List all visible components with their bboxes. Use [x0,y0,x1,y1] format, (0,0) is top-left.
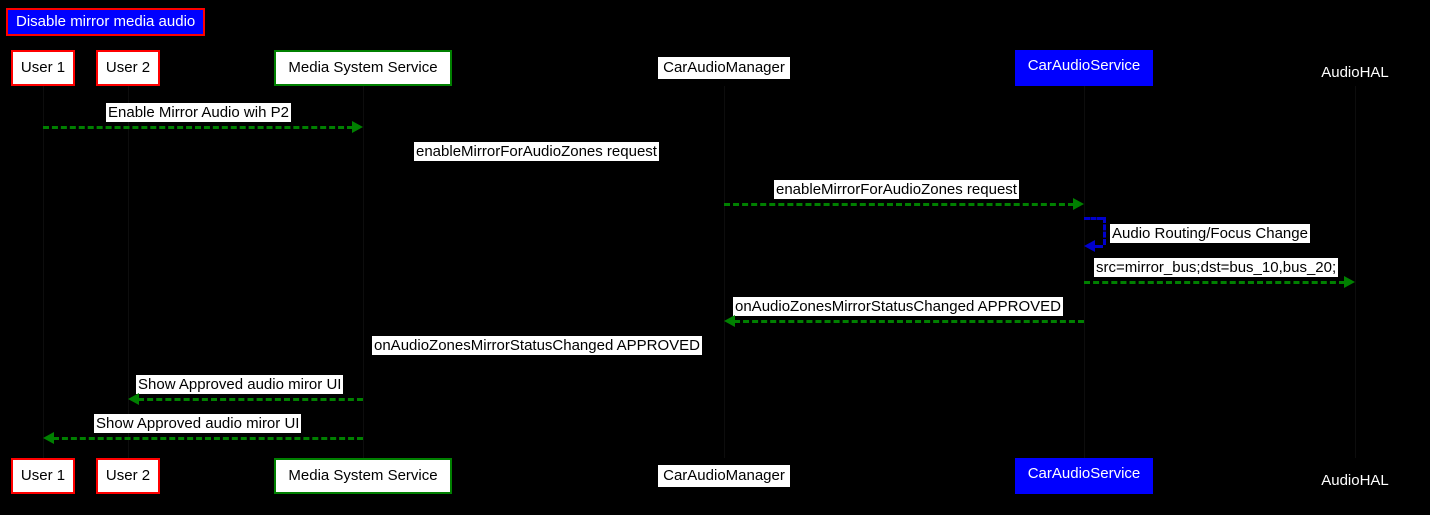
message-line-m6 [734,320,1084,323]
participant-user2-header: User 2 [96,50,160,86]
self-message-right-segment [1103,217,1106,245]
participant-car_audio_service-footer: CarAudioService [1015,458,1153,494]
lifeline-user1 [43,86,44,458]
participant-car_audio_manager-header: CarAudioManager [658,57,790,79]
lifeline-audio_hal [1355,86,1356,458]
participant-user2-footer: User 2 [96,458,160,494]
participant-user1-footer: User 1 [11,458,75,494]
self-message-top-segment [1084,217,1103,220]
lifeline-user2 [128,86,129,458]
message-arrowhead-m6 [724,315,735,327]
message-line-m9 [53,437,363,440]
message-line-m8 [138,398,363,401]
message-label-m5: src=mirror_bus;dst=bus_10,bus_20; [1094,258,1339,277]
message-label-m4: Audio Routing/Focus Change [1110,224,1310,243]
participant-audio_hal-footer: AudioHAL [1321,472,1389,489]
message-label-m7: onAudioZonesMirrorStatusChanged APPROVED [372,336,703,355]
participant-audio_hal-header: AudioHAL [1321,64,1389,81]
message-arrowhead-m1 [352,121,363,133]
message-arrowhead-m9 [43,432,54,444]
participant-media_system-footer: Media System Service [274,458,452,494]
lifeline-media_system [363,86,364,458]
participant-user1-header: User 1 [11,50,75,86]
message-label-m8: Show Approved audio miror UI [136,375,344,394]
lifeline-car_audio_manager [724,86,725,458]
message-label-m1: Enable Mirror Audio wih P2 [106,103,291,122]
message-arrowhead-m8 [128,393,139,405]
message-label-m2: enableMirrorForAudioZones request [414,142,659,161]
message-arrowhead-m5 [1344,276,1355,288]
diagram-title: Disable mirror media audio [6,8,206,36]
message-label-m3: enableMirrorForAudioZones request [774,180,1019,199]
message-label-m9: Show Approved audio miror UI [94,414,302,433]
participant-media_system-header: Media System Service [274,50,452,86]
self-message-bottom-segment [1091,245,1103,248]
message-arrowhead-m3 [1073,198,1084,210]
participant-car_audio_service-header: CarAudioService [1015,50,1153,86]
message-line-m3 [724,203,1074,206]
message-line-m5 [1084,281,1345,284]
self-message-arrowhead [1084,240,1095,252]
participant-car_audio_manager-footer: CarAudioManager [658,465,790,487]
message-line-m1 [43,126,353,129]
message-label-m6: onAudioZonesMirrorStatusChanged APPROVED [733,297,1064,316]
lifeline-car_audio_service [1084,86,1085,458]
